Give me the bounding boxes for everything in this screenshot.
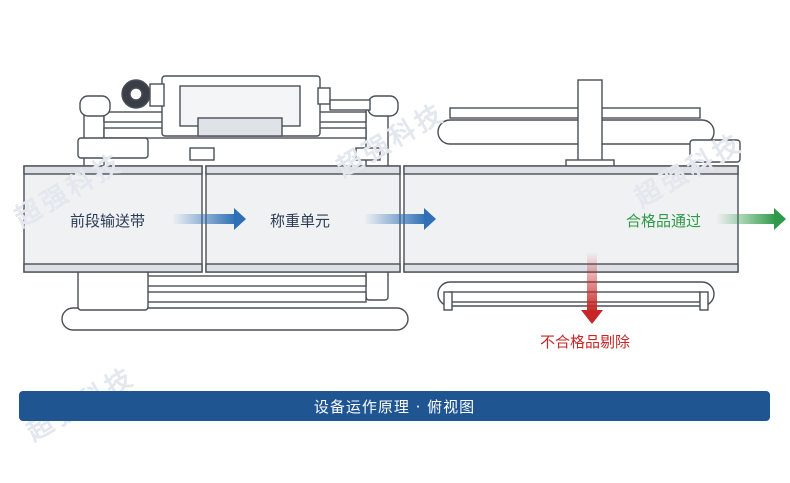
motor-assembly (121, 75, 371, 137)
arrow-to-sorting (364, 208, 436, 230)
arrow-to-weighing (172, 208, 246, 230)
arrow-pass (716, 208, 786, 230)
label-weighing-unit: 称重单元 (270, 212, 331, 230)
label-reject: 不合格品剔除 (540, 333, 631, 351)
arrow-reject (581, 252, 603, 324)
label-pass: 合格品通过 (626, 212, 702, 230)
label-front-conveyor: 前段输送带 (70, 212, 146, 230)
caption-text: 设备运作原理 · 俯视图 (313, 397, 476, 416)
belt-sorting (403, 165, 739, 273)
right-frame (437, 107, 741, 311)
caption-bar: 设备运作原理 · 俯视图 (19, 391, 770, 421)
